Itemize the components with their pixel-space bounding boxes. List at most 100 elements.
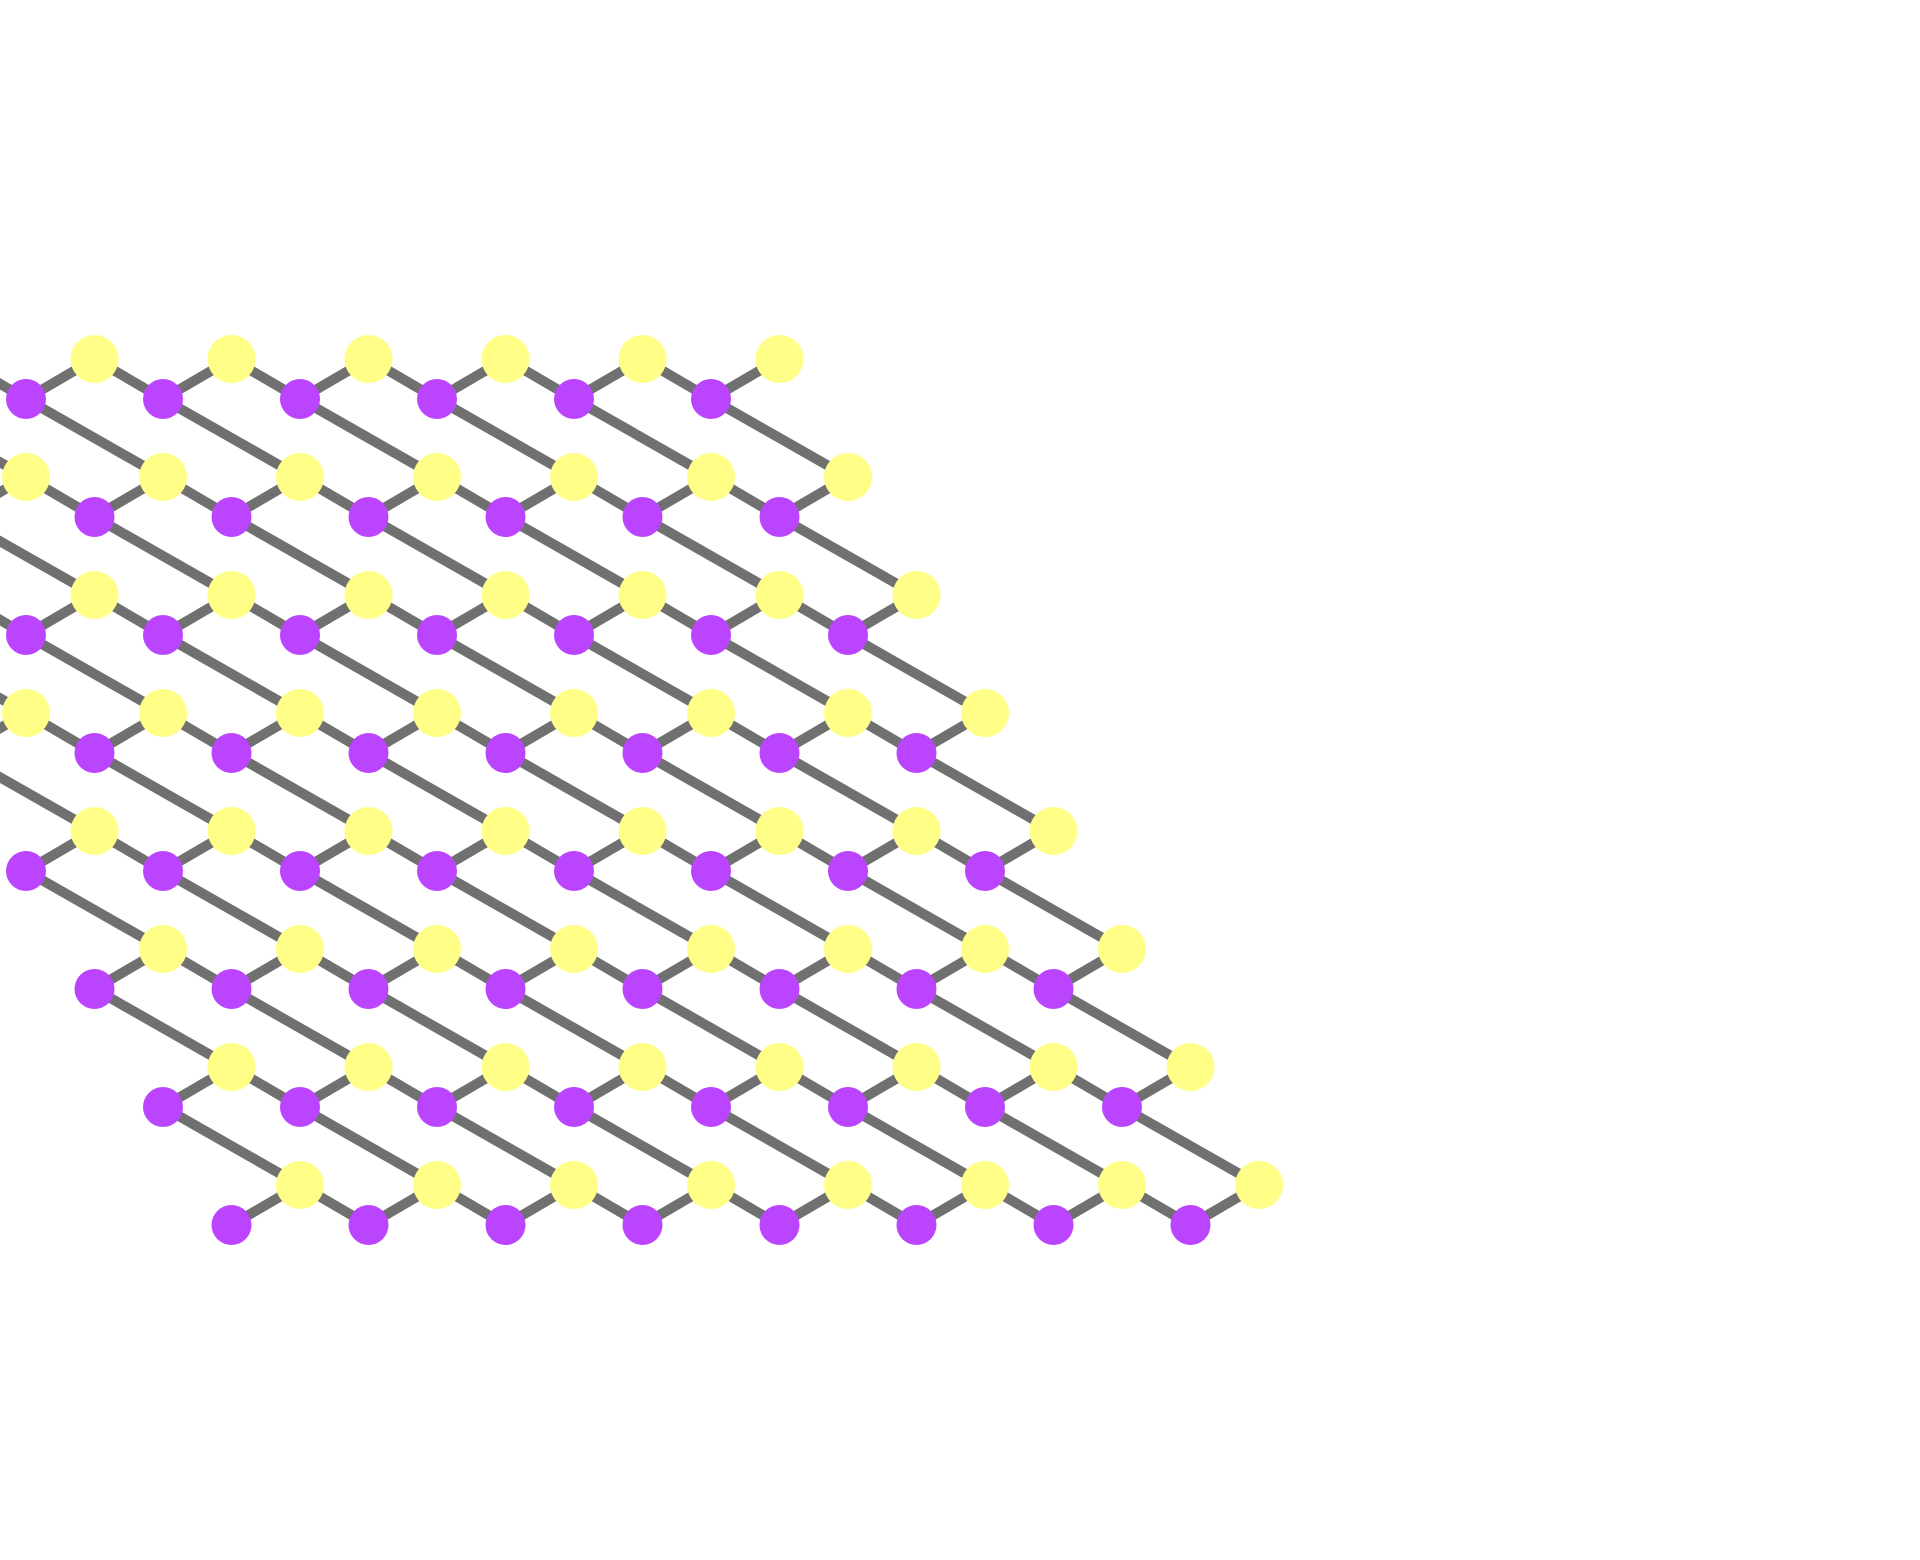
purple-atom xyxy=(691,1087,731,1127)
bond xyxy=(36,835,84,867)
bond xyxy=(995,1189,1043,1221)
bond xyxy=(721,599,769,631)
bond xyxy=(584,402,701,474)
bond xyxy=(995,953,1043,985)
yellow-atom xyxy=(824,689,872,737)
yellow-atom xyxy=(618,807,667,855)
bond xyxy=(653,363,701,395)
bond xyxy=(36,717,84,749)
yellow-atom xyxy=(687,689,735,737)
yellow-atom xyxy=(207,571,256,619)
yellow-atom xyxy=(276,925,324,973)
bond xyxy=(516,835,564,867)
bond xyxy=(379,953,427,985)
bond-layer xyxy=(0,363,1249,1221)
bond xyxy=(105,835,153,867)
yellow-atom xyxy=(207,807,256,855)
bond xyxy=(173,1071,221,1103)
bond xyxy=(379,599,427,631)
yellow-atom xyxy=(139,453,187,501)
bond xyxy=(36,363,84,395)
bond xyxy=(242,599,290,631)
purple-atom xyxy=(554,851,594,891)
bond xyxy=(36,481,84,513)
bond xyxy=(105,599,153,631)
purple-atom xyxy=(759,733,800,773)
bond xyxy=(790,717,838,749)
bond xyxy=(721,481,769,513)
bond xyxy=(447,402,564,474)
bond xyxy=(516,717,564,749)
bond xyxy=(447,1189,495,1221)
bond xyxy=(242,1071,290,1103)
bond xyxy=(584,1071,632,1103)
purple-atom xyxy=(896,1205,937,1245)
bond xyxy=(721,953,769,985)
bond xyxy=(516,520,632,592)
bond xyxy=(310,874,427,946)
yellow-atom xyxy=(1166,1043,1215,1091)
yellow-atom xyxy=(687,925,735,973)
purple-atom xyxy=(74,733,115,773)
yellow-atom xyxy=(755,1043,804,1091)
yellow-atom xyxy=(892,571,941,619)
bond xyxy=(447,363,495,395)
purple-atom xyxy=(280,615,320,655)
purple-atom xyxy=(280,379,320,419)
bond xyxy=(447,717,495,749)
bond xyxy=(927,717,975,749)
yellow-atom xyxy=(344,807,393,855)
bond xyxy=(310,835,358,867)
yellow-atom xyxy=(2,689,50,737)
bond xyxy=(653,756,769,828)
bond xyxy=(310,638,427,710)
yellow-atom xyxy=(276,1161,324,1209)
purple-atom xyxy=(143,615,183,655)
bond xyxy=(516,1071,564,1103)
bond xyxy=(310,1110,427,1182)
purple-atom xyxy=(691,615,731,655)
yellow-atom xyxy=(755,807,804,855)
purple-atom xyxy=(828,1087,868,1127)
yellow-atom xyxy=(550,689,598,737)
yellow-atom xyxy=(1098,925,1146,973)
bond xyxy=(721,363,769,395)
purple-atom xyxy=(417,379,457,419)
bond xyxy=(1201,1189,1249,1221)
purple-atom xyxy=(828,851,868,891)
bond xyxy=(447,1110,564,1182)
purple-atom xyxy=(554,615,594,655)
purple-atom xyxy=(211,733,252,773)
bond xyxy=(36,402,153,474)
yellow-atom xyxy=(892,807,941,855)
bond xyxy=(1064,992,1180,1064)
bond xyxy=(858,717,906,749)
purple-atom xyxy=(6,615,46,655)
purple-atom xyxy=(348,497,389,537)
yellow-atom xyxy=(70,807,119,855)
purple-atom xyxy=(622,969,663,1009)
bond xyxy=(516,992,632,1064)
purple-atom xyxy=(622,1205,663,1245)
yellow-atom xyxy=(618,335,667,383)
bond xyxy=(36,874,153,946)
bond xyxy=(36,599,84,631)
bond xyxy=(653,992,769,1064)
yellow-atom xyxy=(139,689,187,737)
yellow-atom xyxy=(481,807,530,855)
bond xyxy=(721,1110,838,1182)
bond xyxy=(310,363,358,395)
purple-atom xyxy=(280,1087,320,1127)
yellow-atom xyxy=(207,1043,256,1091)
purple-atom xyxy=(759,969,800,1009)
bond xyxy=(1132,1189,1180,1221)
bond xyxy=(379,756,495,828)
bond xyxy=(105,520,221,592)
bond xyxy=(36,638,153,710)
purple-atom xyxy=(211,1205,252,1245)
yellow-atom xyxy=(139,925,187,973)
bond xyxy=(858,638,975,710)
bond xyxy=(242,1189,290,1221)
